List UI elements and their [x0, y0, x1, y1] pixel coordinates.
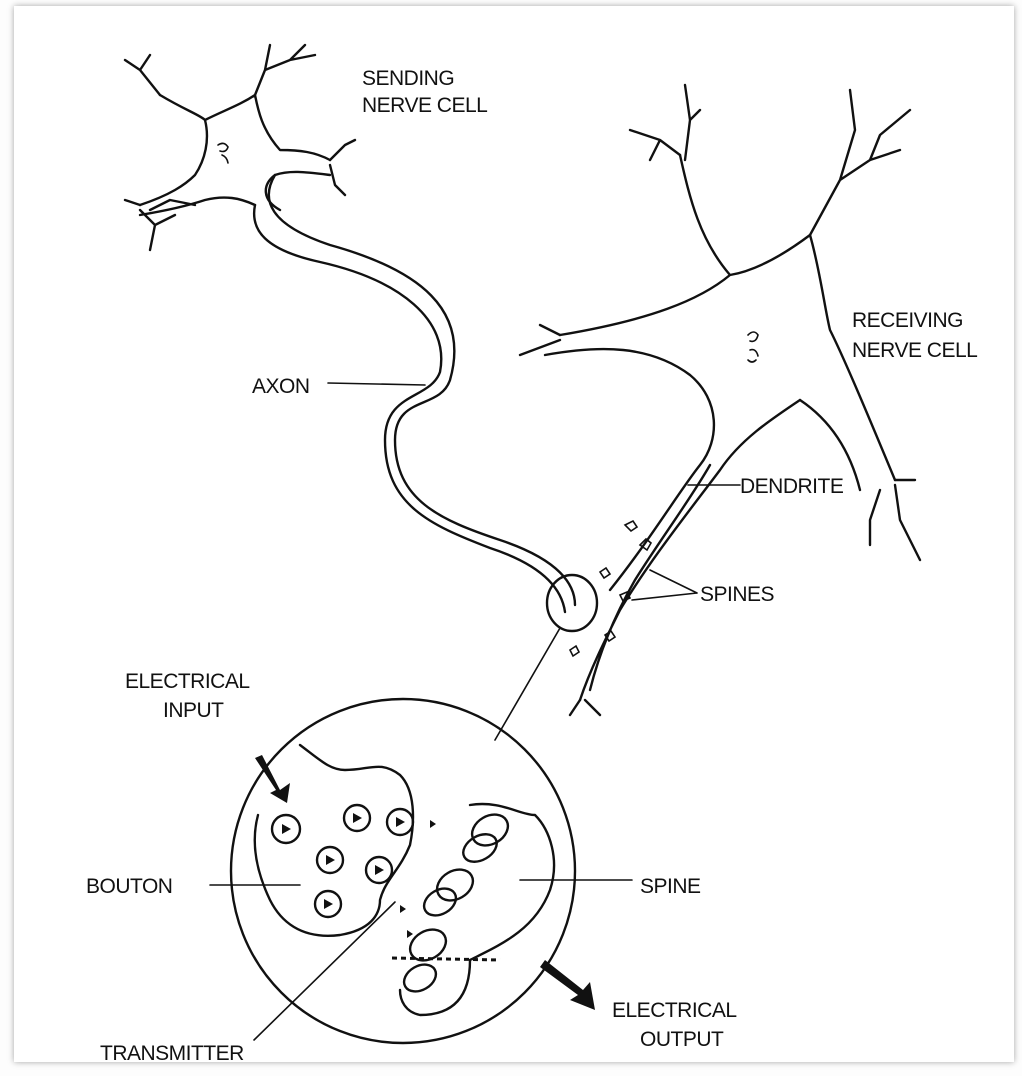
synapse-circle: [231, 699, 575, 1043]
vesicles: [272, 805, 413, 917]
label-spines: SPINES: [700, 583, 775, 606]
leader-lines: [210, 383, 740, 1040]
receiving-cell-body: [545, 155, 895, 590]
sending-cell-body: [140, 95, 330, 215]
label-receiving-1: RECEIVING: [852, 309, 963, 332]
label-axon: AXON: [252, 375, 310, 398]
sending-nerve-cell: [125, 45, 355, 250]
label-dendrite: DENDRITE: [740, 475, 844, 498]
electrical-input-arrow: [255, 755, 290, 803]
label-bouton: BOUTON: [86, 875, 172, 898]
label-receiving-2: NERVE CELL: [852, 339, 977, 362]
electrical-output-arrow: [540, 960, 595, 1010]
synapse-detail: [231, 699, 575, 1043]
receiving-nerve-cell: [520, 85, 920, 715]
label-electrical-input-2: INPUT: [163, 699, 224, 722]
label-sending-1: SENDING: [362, 67, 454, 90]
sending-dendrites: [125, 45, 355, 250]
dendrite-shaft: [580, 400, 800, 700]
sending-nucleus: [218, 143, 228, 163]
label-electrical-output-2: OUTPUT: [640, 1028, 724, 1051]
label-electrical-input-1: ELECTRICAL: [125, 670, 250, 693]
synapse-zoom-marker: [547, 575, 597, 631]
postsynaptic-density: [392, 958, 500, 960]
label-electrical-output-1: ELECTRICAL: [612, 999, 737, 1022]
label-sending-2: NERVE CELL: [362, 94, 487, 117]
label-transmitter: TRANSMITTER: [100, 1042, 244, 1065]
transmitter-molecules: [400, 820, 436, 938]
receptors: [399, 808, 513, 997]
receiving-nucleus: [748, 332, 758, 362]
label-spine: SPINE: [640, 875, 701, 898]
synapse-zoom-connector: [495, 628, 560, 740]
